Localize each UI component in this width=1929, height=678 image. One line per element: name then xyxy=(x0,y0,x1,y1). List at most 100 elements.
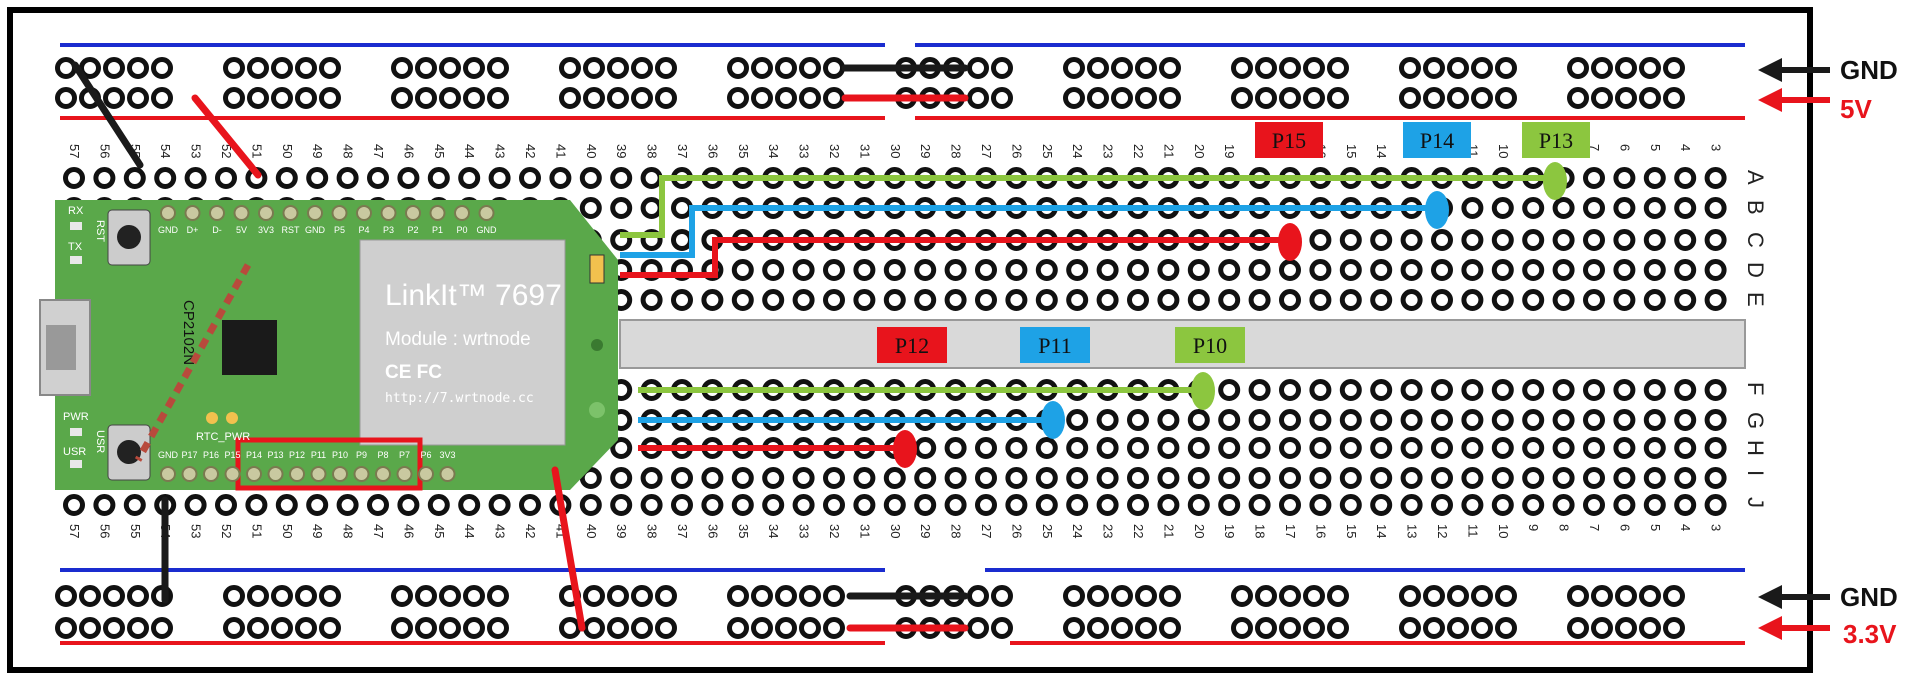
column-number: 23 xyxy=(1101,524,1116,538)
svg-text:GND: GND xyxy=(1840,55,1898,85)
cp2102n-chip xyxy=(222,320,277,375)
board-pin-label: 3V3 xyxy=(439,450,455,460)
mount-hole xyxy=(589,402,605,418)
breadboard-hole xyxy=(1583,289,1605,311)
column-number: 31 xyxy=(857,524,872,538)
breadboard-hole xyxy=(1127,437,1149,459)
breadboard-hole xyxy=(583,617,605,639)
breadboard-hole xyxy=(967,617,989,639)
breadboard-hole xyxy=(823,289,845,311)
breadboard-hole xyxy=(1370,437,1393,459)
breadboard-hole xyxy=(1279,437,1301,459)
row-letter: J xyxy=(1743,497,1768,508)
breadboard-hole xyxy=(1552,467,1575,489)
breadboard-hole xyxy=(1663,617,1685,639)
board-pin-label: GND xyxy=(305,225,326,235)
breadboard-hole xyxy=(671,467,693,489)
breadboard-hole xyxy=(1491,229,1514,251)
breadboard-hole xyxy=(275,494,298,516)
breadboard-hole xyxy=(1567,57,1589,79)
wire-end-red-p12 xyxy=(893,430,917,468)
breadboard-hole xyxy=(1303,585,1325,607)
column-number: 22 xyxy=(1131,144,1146,158)
breadboard-hole xyxy=(823,617,845,639)
breadboard-hole xyxy=(1218,259,1241,281)
breadboard-hole xyxy=(1423,57,1445,79)
breadboard-hole xyxy=(792,259,815,281)
breadboard-hole xyxy=(751,57,773,79)
breadboard-hole xyxy=(944,437,967,459)
breadboard-hole xyxy=(727,617,749,639)
column-number: 45 xyxy=(432,144,447,158)
breadboard-hole xyxy=(1279,467,1301,489)
board-pin-label: P2 xyxy=(407,225,418,235)
breadboard-hole xyxy=(1447,87,1469,109)
breadboard-hole xyxy=(306,494,329,516)
row-letter: A xyxy=(1743,170,1768,185)
board-pin xyxy=(332,466,348,482)
breadboard-hole xyxy=(799,585,821,607)
breadboard-hole xyxy=(1495,57,1517,79)
breadboard-hole xyxy=(640,289,663,311)
board-pin-label: P4 xyxy=(358,225,369,235)
rail-label-top-gnd: GND xyxy=(1758,55,1898,85)
pin-tag-p11: P11 xyxy=(1020,327,1090,363)
usr-button-cap[interactable] xyxy=(117,440,141,464)
breadboard-hole xyxy=(1461,289,1484,311)
row-letter: D xyxy=(1743,262,1768,278)
column-number: 36 xyxy=(705,524,720,538)
column-number: 6 xyxy=(1617,524,1632,531)
breadboard-hole xyxy=(1552,379,1575,401)
breadboard-hole xyxy=(727,585,749,607)
breadboard-hole xyxy=(751,87,773,109)
breadboard-hole xyxy=(1231,585,1253,607)
breadboard-hole xyxy=(1674,289,1697,311)
breadboard-hole xyxy=(1471,87,1493,109)
breadboard-hole xyxy=(1522,197,1545,219)
breadboard-hole xyxy=(1674,437,1697,459)
breadboard-hole xyxy=(579,167,602,189)
row-letter: F xyxy=(1743,382,1768,395)
column-number: 44 xyxy=(462,524,477,538)
board-pin-label: D+ xyxy=(187,225,199,235)
module-cert: CE FC xyxy=(385,362,442,383)
breadboard-hole xyxy=(1187,259,1210,281)
breadboard-hole xyxy=(1066,259,1089,281)
breadboard-hole xyxy=(1279,57,1301,79)
svg-text:P13: P13 xyxy=(1539,128,1573,153)
breadboard-hole xyxy=(775,57,797,79)
column-number: 20 xyxy=(1192,144,1207,158)
label-usr-button: USR xyxy=(94,430,106,453)
breadboard-hole xyxy=(640,467,663,489)
breadboard-hole xyxy=(1522,494,1545,516)
breadboard-hole xyxy=(1327,585,1349,607)
breadboard-hole xyxy=(1087,617,1109,639)
breadboard-hole xyxy=(1096,437,1119,459)
rst-button-cap[interactable] xyxy=(117,225,141,249)
breadboard-hole xyxy=(275,167,298,189)
breadboard-hole xyxy=(427,494,450,516)
breadboard-hole xyxy=(463,585,485,607)
breadboard-hole xyxy=(1591,585,1613,607)
rtc-label: RTC_PWR xyxy=(196,431,250,443)
column-number: 11 xyxy=(1465,524,1480,538)
breadboard-hole xyxy=(799,617,821,639)
breadboard-hole xyxy=(306,167,329,189)
breadboard-hole xyxy=(762,259,785,281)
breadboard-hole xyxy=(103,87,125,109)
breadboard-hole xyxy=(1327,57,1349,79)
breadboard-hole xyxy=(1399,87,1421,109)
column-number: 28 xyxy=(949,144,964,158)
column-number: 42 xyxy=(523,524,538,538)
breadboard-hole xyxy=(1005,467,1028,489)
breadboard-hole xyxy=(1423,617,1445,639)
breadboard-hole xyxy=(1552,289,1575,311)
column-number: 57 xyxy=(67,524,82,538)
breadboard-hole xyxy=(1370,467,1393,489)
breadboard-hole xyxy=(1704,409,1727,431)
breadboard-hole xyxy=(458,494,481,516)
column-number: 25 xyxy=(1040,144,1055,158)
breadboard-hole xyxy=(579,494,602,516)
breadboard-hole xyxy=(488,167,511,189)
